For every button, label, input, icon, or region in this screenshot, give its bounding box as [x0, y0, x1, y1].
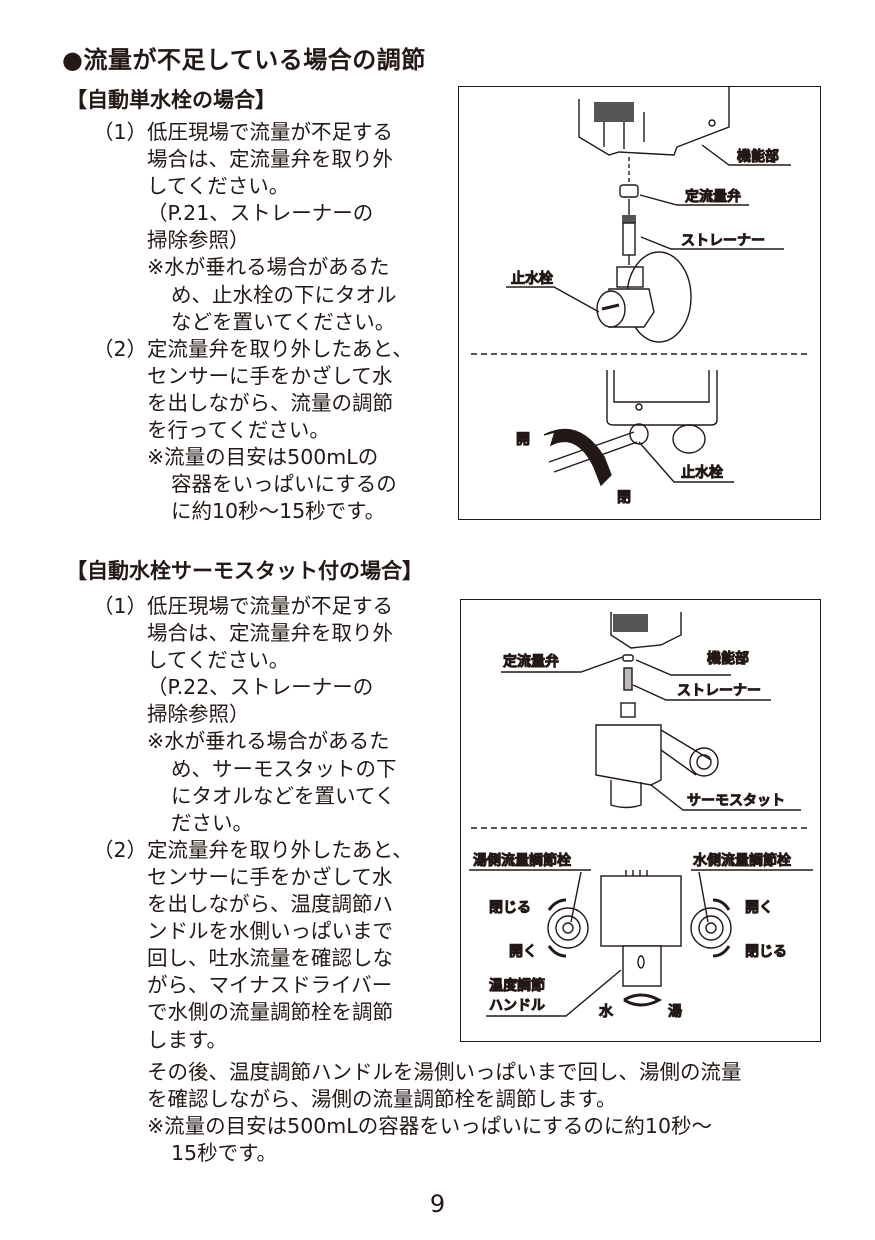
text-line: ※水が垂れる場合があるた: [147, 729, 390, 754]
page-title: ●流量が不足している場合の調節: [62, 46, 426, 74]
text-line: 掃除参照）: [147, 228, 250, 253]
text-line: （2）定流量弁を取り外したあと、: [93, 336, 413, 361]
text-line: を行ってください。: [147, 418, 330, 443]
text-line: 容器をいっぱいにするの: [171, 472, 397, 497]
text-line: （1）低圧現場で流量が不足する: [93, 594, 394, 618]
label-function-unit-2: 機能部: [707, 651, 749, 667]
text-line: ンドルを水側いっぱいまで: [147, 919, 393, 944]
text-line: め、サーモスタットの下: [171, 756, 397, 781]
label-flow-valve: 定流量弁: [685, 189, 741, 205]
text-line: してください。: [147, 174, 290, 199]
text-line: センサーに手をかざして水: [147, 864, 393, 889]
label-stop-valve: 止水栓: [511, 271, 553, 287]
text-line: にタオルなどを置いてく: [171, 783, 396, 808]
text-line: センサーに手をかざして水: [147, 363, 393, 388]
label-hot-adjuster: 湯側流量調節栓: [473, 852, 571, 869]
label-flow-valve-2: 定流量弁: [503, 654, 559, 670]
text-line: で水側の流量調節栓を調節: [147, 1000, 393, 1025]
text-line: （2）定流量弁を取り外したあと、: [93, 837, 413, 862]
text-line: ※流量の目安は500mLの: [147, 445, 379, 470]
text-line: ※流量の目安は500mLの容器をいっぱいにするのに約10秒～: [147, 1114, 712, 1139]
page-number: 9: [429, 1190, 446, 1218]
text-line: （P.22、ストレーナーの: [147, 675, 374, 700]
label-open-left: 開く: [509, 944, 537, 960]
label-close-left: 閉じる: [489, 900, 531, 916]
text-line: を確認しながら、湯側の流量調節栓を調節します。: [147, 1087, 617, 1112]
text-line: （P.21、ストレーナーの: [147, 201, 374, 226]
section2-after: その後、温度調節ハンドルを湯側いっぱいまで回し、湯側の流量を確認しながら、湯側の…: [0, 1059, 840, 1167]
label-open-right: 開く: [745, 900, 773, 916]
text-line: に約10秒～15秒です。: [171, 499, 386, 524]
text-line: してください。: [147, 648, 290, 673]
text-line: 場合は、定流量弁を取り外: [147, 147, 393, 172]
text-line: ださい。: [171, 810, 253, 835]
label-temp-handle-2: ハンドル: [489, 998, 545, 1014]
label-close: 閉: [617, 490, 631, 506]
label-close-right: 閉じる: [745, 944, 787, 960]
text-line: （1）低圧現場で流量が不足する: [93, 120, 394, 144]
figure-thermostat: 定流量弁 機能部 ストレーナー サーモスタット 湯側流量調節栓 水側流量調節栓 …: [460, 599, 821, 1042]
label-cold: 水: [599, 1004, 613, 1020]
text-line: 掃除参照）: [147, 702, 250, 727]
text-line: 回し、吐水流量を確認しな: [147, 946, 393, 971]
figure-single-faucet: 機能部 定流量弁 ストレーナー 止水栓 開 閉 止水栓: [458, 86, 821, 520]
section-heading-single-faucet: 【自動単水栓の場合】: [66, 88, 276, 112]
section1-body: （1）低圧現場で流量が不足する場合は、定流量弁を取り外してください。（P.21、…: [0, 119, 440, 525]
label-cold-adjuster: 水側流量調節栓: [693, 852, 791, 869]
label-temp-handle-1: 温度調節: [489, 977, 545, 994]
text-line: 場合は、定流量弁を取り外: [147, 621, 393, 646]
label-function-unit: 機能部: [737, 149, 779, 165]
label-stop-valve-bottom: 止水栓: [681, 465, 723, 481]
label-strainer-2: ストレーナー: [677, 683, 761, 699]
text-line: がら、マイナスドライバー: [147, 973, 393, 998]
text-line: その後、温度調節ハンドルを湯側いっぱいまで回し、湯側の流量: [147, 1060, 742, 1084]
section-heading-thermostat: 【自動水栓サーモスタット付の場合】: [66, 559, 423, 583]
label-thermostat: サーモスタット: [687, 793, 785, 809]
label-hot: 湯: [668, 1003, 682, 1020]
text-line: 15秒です。: [171, 1141, 278, 1166]
label-open: 開: [516, 432, 530, 448]
section2-body: （1）低圧現場で流量が不足する場合は、定流量弁を取り外してください。（P.22、…: [0, 593, 440, 1054]
text-line: を出しながら、温度調節ハ: [147, 892, 393, 917]
text-line: め、止水栓の下にタオル: [171, 282, 397, 307]
text-line: などを置いてください。: [171, 309, 396, 334]
text-line: ※水が垂れる場合があるた: [147, 255, 390, 280]
text-line: を出しながら、流量の調節: [147, 390, 393, 415]
text-line: します。: [147, 1027, 227, 1052]
label-strainer: ストレーナー: [681, 233, 765, 249]
